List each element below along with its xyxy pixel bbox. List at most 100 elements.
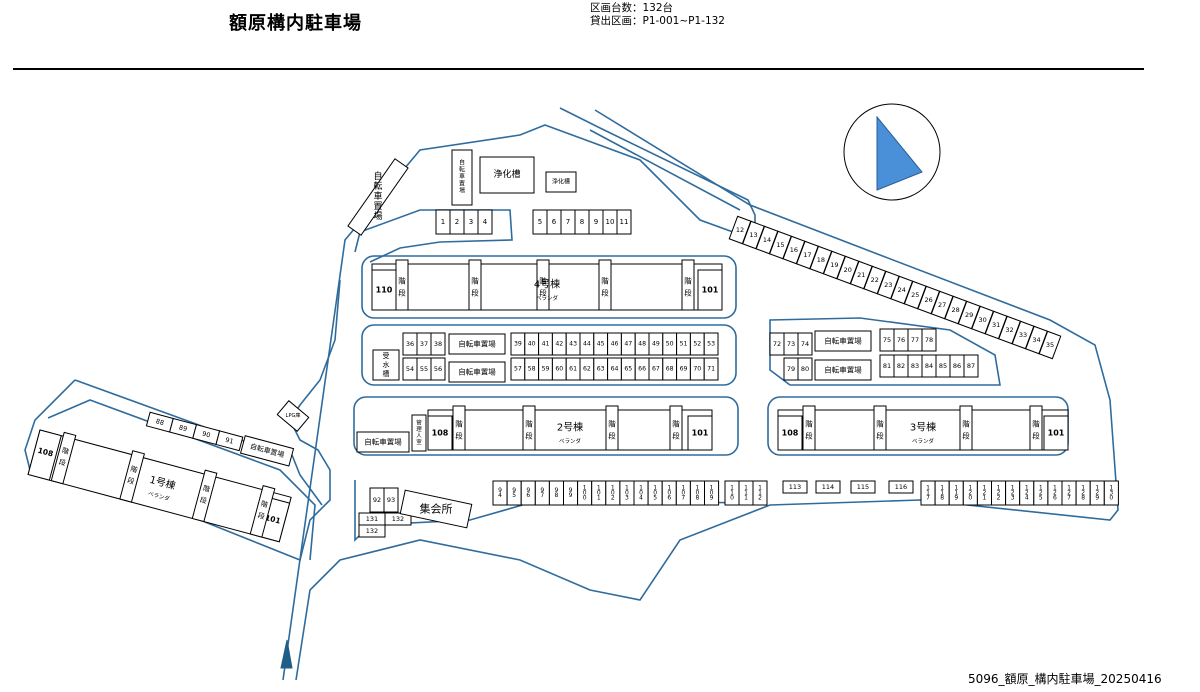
parking-space-label-5: 5	[538, 218, 542, 226]
parking-space-label-89: 89	[178, 423, 188, 433]
parking-space-116	[888, 480, 914, 494]
parking-space-label-109-char: 0	[710, 490, 714, 497]
parking-space-label-106: 106	[667, 485, 671, 502]
parking-space-label-122-char: 2	[997, 495, 1001, 502]
parking-space-label-132: 132	[366, 527, 378, 535]
building-4-stairwell-label-4-char: 階	[601, 276, 609, 286]
parking-space-132	[358, 524, 386, 538]
parking-space-label-38: 38	[434, 340, 442, 348]
parking-space-label-26: 26	[925, 296, 933, 304]
building-2-stairwell-label-2-char: 階	[525, 419, 533, 429]
parking-space-label-112: 112	[758, 485, 762, 502]
parking-space-label-52: 52	[693, 341, 701, 348]
community-hall	[399, 489, 473, 529]
parking-space-label-123-char: 2	[1011, 490, 1015, 497]
bicycle-parking-d	[814, 359, 872, 381]
parking-space-label-128-char: 8	[1081, 495, 1085, 502]
parking-space-132	[384, 512, 412, 526]
parking-space-label-123: 123	[1011, 485, 1015, 502]
parking-space-label-100-char: 0	[583, 495, 587, 502]
management-office-label-char: 人	[416, 432, 422, 439]
total-spaces-label: 区画台数：132台	[590, 2, 674, 14]
parking-space-label-131: 131	[366, 515, 378, 523]
parking-space-label-79: 79	[787, 365, 795, 373]
parking-space-label-109: 109	[710, 485, 714, 502]
building-3-stairwell-label-3-char: 階	[962, 419, 970, 429]
bicycle-parking-e	[239, 435, 295, 467]
building-1-stairwell-label-2: 段	[126, 476, 135, 487]
parking-space-label-114: 114	[822, 483, 834, 491]
parking-space-label-117: 117	[926, 485, 930, 502]
management-office	[411, 414, 427, 452]
parking-space-label-95-char: 9	[512, 487, 516, 494]
parking-space-label-96-char: 9	[526, 487, 530, 494]
parking-space-label-82: 82	[897, 362, 905, 370]
parking-space-label-34: 34	[1032, 336, 1040, 344]
parking-space-label-40: 40	[528, 341, 536, 348]
parking-space-label-59: 59	[542, 366, 550, 373]
building-2-stairwell-label-3-char: 段	[608, 431, 616, 441]
parking-space-label-126-char: 6	[1053, 495, 1057, 502]
building-2-stairwell-label-3: 階段	[608, 419, 616, 441]
building-3-unit-label-left: 108	[782, 429, 799, 438]
bicycle-parking-a-label: 自転車置場	[458, 339, 496, 349]
road-outlines	[24, 107, 1119, 681]
bicycle-parking-vertical-label-char: 場	[459, 187, 465, 195]
building-2-unit-left	[427, 415, 453, 451]
bicycle-parking-c-label: 自転車置場	[824, 336, 862, 346]
parking-space-label-55: 55	[420, 365, 428, 373]
parking-space-label-108-char: 8	[696, 495, 700, 502]
parking-space-label-100-char: 0	[583, 490, 587, 497]
parking-space-label-121-char: 1	[983, 495, 987, 502]
building-4-stairwell-label-2-char: 段	[471, 288, 479, 298]
building-1-stairwell-label-4: 段	[257, 510, 266, 521]
parking-space-label-112-char: 1	[758, 485, 762, 492]
parking-space-label-49: 49	[652, 341, 660, 348]
building-1-stairwell-label-3: 段	[199, 495, 208, 506]
parking-space-label-96-char: 6	[526, 492, 530, 499]
building-1-stairwell-4	[249, 485, 276, 538]
parking-space-label-58: 58	[528, 366, 536, 373]
parking-space-label-35: 35	[1046, 341, 1054, 349]
bicycle-parking-f-label: 自転車置場	[364, 437, 402, 447]
parking-space-87	[963, 354, 979, 378]
parking-space-label-88: 88	[155, 417, 165, 427]
parking-space-label-105-char: 5	[653, 495, 657, 502]
road-outline-east	[295, 109, 1119, 681]
building-4-stairwell-label-3-char: 階	[539, 276, 547, 286]
parking-space-label-75: 75	[883, 336, 891, 344]
parking-space-label-105-char: 1	[653, 485, 657, 492]
parking-space-11	[616, 209, 632, 235]
parking-space-label-124-char: 1	[1025, 485, 1029, 492]
parking-space-35	[1038, 330, 1062, 360]
parking-space-label-118-char: 8	[940, 495, 944, 502]
bicycle-parking-vertical-label-char: 自	[459, 159, 465, 167]
parking-space-label-126-char: 1	[1053, 485, 1057, 492]
parking-space-label-15: 15	[776, 241, 784, 249]
parking-space-114	[815, 480, 841, 494]
building-4-stairwell-label-3-char: 段	[539, 288, 547, 298]
parking-space-label-127: 127	[1067, 485, 1071, 502]
bicycle-parking-d-label: 自転車置場	[824, 365, 862, 375]
parking-space-label-36: 36	[406, 340, 414, 348]
building-4-stairwell-label-5-char: 段	[684, 288, 692, 298]
building-4-stairwell-label-4-char: 段	[601, 288, 609, 298]
bicycle-parking-diagonal-label-char: 置	[373, 201, 382, 212]
parking-space-label-120-char: 2	[968, 490, 972, 497]
building-4-stairwell-3	[536, 259, 550, 311]
parking-space-label-17: 17	[803, 251, 811, 259]
parking-space-label-56: 56	[434, 365, 442, 373]
parking-space-label-108: 108	[696, 485, 700, 502]
management-office-label-char: 理	[416, 426, 422, 433]
parking-space-label-120-char: 0	[968, 495, 972, 502]
parking-space-label-121-char: 1	[983, 485, 987, 492]
parking-space-113	[782, 480, 808, 494]
parking-space-label-48: 48	[638, 341, 646, 348]
building-2-stairwell-3	[605, 405, 619, 451]
parking-space-56	[430, 357, 446, 381]
parking-space-label-29: 29	[965, 311, 973, 319]
building-3-stairwell-label-3-char: 段	[962, 431, 970, 441]
building-3-name: 3号棟	[910, 421, 936, 434]
